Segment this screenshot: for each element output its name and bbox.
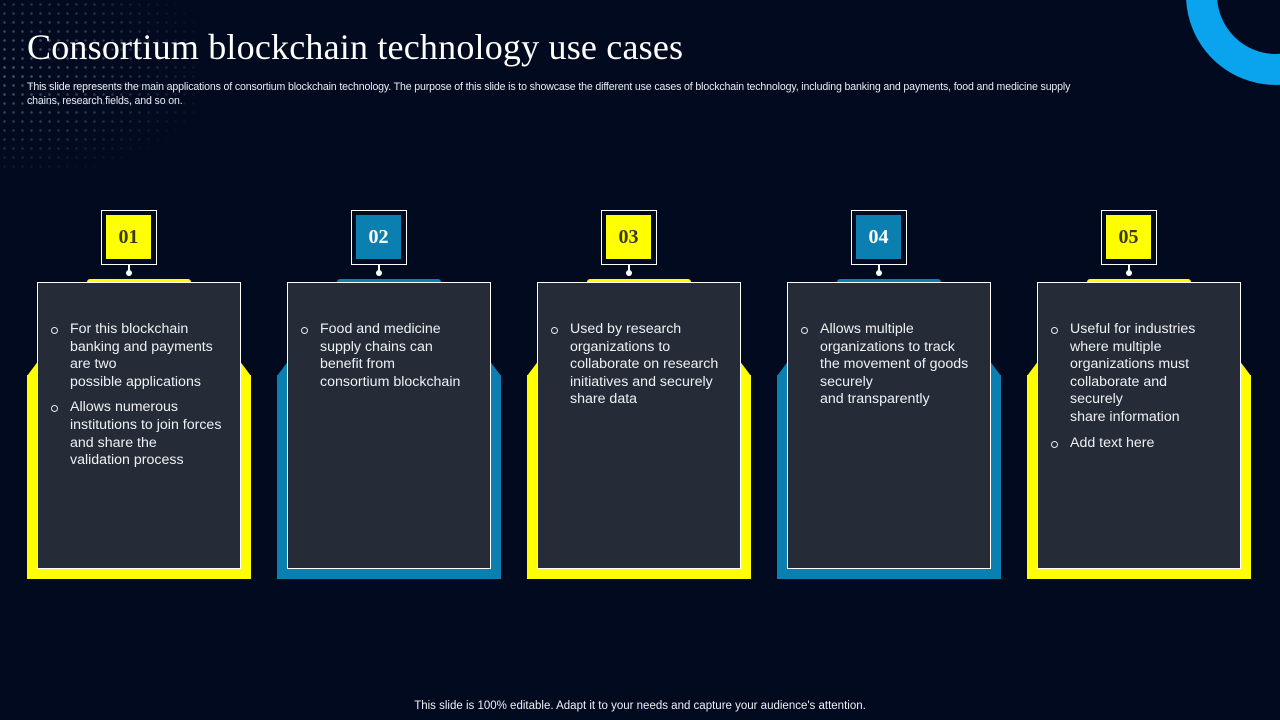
bullet-text: Food and medicine supply chains can bene…	[320, 321, 461, 390]
connector-line	[628, 265, 630, 273]
use-case-card-02: 02 Food and medicine supply chains can b…	[277, 210, 503, 580]
number-badge: 04	[856, 215, 901, 259]
connector-dot-icon	[625, 270, 632, 276]
number-badge: 02	[356, 215, 401, 259]
bullet-item: For this blockchain banking and payments…	[50, 321, 228, 391]
connector-line	[878, 265, 880, 273]
bullet-item: Add text here	[1050, 435, 1228, 453]
card-body: Useful for industries where multiple org…	[1037, 282, 1241, 569]
number-badge-frame: 05	[1101, 210, 1157, 265]
bullet-item: Used by research organizations to collab…	[550, 321, 728, 409]
bullet-item: Food and medicine supply chains can bene…	[300, 321, 478, 391]
bullet-list: Food and medicine supply chains can bene…	[288, 283, 490, 391]
bullet-list: Used by research organizations to collab…	[538, 283, 740, 409]
bullet-text: For this blockchain banking and payments…	[70, 321, 213, 390]
number-badge-frame: 03	[601, 210, 657, 265]
card-body: Used by research organizations to collab…	[537, 282, 741, 569]
hollow-circle-bullet-icon	[51, 405, 58, 413]
card-number: 05	[1118, 225, 1139, 248]
accent-tab-bar	[1087, 279, 1191, 284]
connector-line	[128, 265, 130, 273]
accent-tab-bar	[837, 279, 941, 284]
number-badge-frame: 02	[351, 210, 407, 265]
use-case-card-04: 04 Allows multiple organizations to trac…	[777, 210, 1003, 580]
ring-arc-decoration	[1186, 0, 1280, 85]
accent-tab-bar	[337, 279, 441, 284]
card-number: 02	[368, 225, 389, 248]
card-number: 04	[868, 225, 889, 248]
card-number: 03	[618, 225, 639, 248]
slide-subtitle: This slide represents the main applicati…	[27, 81, 1071, 107]
slide-footer: This slide is 100% editable. Adapt it to…	[414, 700, 866, 712]
bullet-list: For this blockchain banking and payments…	[38, 283, 240, 470]
connector-dot-icon	[875, 270, 882, 276]
number-badge-frame: 01	[101, 210, 157, 265]
use-case-card-01: 01 For this blockchain banking and payme…	[27, 210, 253, 580]
bullet-list: Allows multiple organizations to track t…	[788, 283, 990, 409]
bullet-text: Add text here	[1070, 434, 1155, 451]
hollow-circle-bullet-icon	[301, 327, 308, 334]
card-body: For this blockchain banking and payments…	[37, 282, 241, 569]
connector-dot-icon	[1125, 270, 1132, 276]
slide-title: Consortium blockchain technology use cas…	[27, 27, 684, 67]
card-body: Allows multiple organizations to track t…	[787, 282, 991, 569]
number-badge: 01	[106, 215, 151, 259]
number-badge: 05	[1106, 215, 1151, 259]
use-case-card-05: 05 Useful for industries where multiple …	[1027, 210, 1253, 580]
bullet-text: Allows multiple organizations to track t…	[820, 321, 969, 408]
bullet-item: Allows multiple organizations to track t…	[800, 321, 978, 409]
number-badge: 03	[606, 215, 651, 259]
hollow-circle-bullet-icon	[1051, 327, 1058, 334]
hollow-circle-bullet-icon	[801, 327, 808, 334]
hollow-circle-bullet-icon	[1051, 440, 1058, 448]
hollow-circle-bullet-icon	[51, 327, 58, 334]
card-number: 01	[118, 225, 139, 248]
accent-tab-bar	[87, 279, 191, 284]
bullet-list: Useful for industries where multiple org…	[1038, 283, 1240, 452]
connector-line	[1128, 265, 1130, 273]
connector-dot-icon	[375, 270, 382, 276]
bullet-item: Allows numerous institutions to join for…	[50, 399, 228, 469]
bullet-text: Useful for industries where multiple org…	[1070, 321, 1196, 425]
bullet-item: Useful for industries where multiple org…	[1050, 321, 1228, 427]
bullet-text: Used by research organizations to collab…	[570, 321, 719, 408]
bullet-text: Allows numerous institutions to join for…	[70, 399, 222, 469]
number-badge-frame: 04	[851, 210, 907, 265]
connector-dot-icon	[125, 270, 132, 276]
accent-tab-bar	[587, 279, 691, 284]
use-case-card-03: 03 Used by research organizations to col…	[527, 210, 753, 580]
connector-line	[378, 265, 380, 273]
card-body: Food and medicine supply chains can bene…	[287, 282, 491, 569]
dotted-pattern-decoration	[0, 0, 200, 170]
hollow-circle-bullet-icon	[551, 327, 558, 334]
